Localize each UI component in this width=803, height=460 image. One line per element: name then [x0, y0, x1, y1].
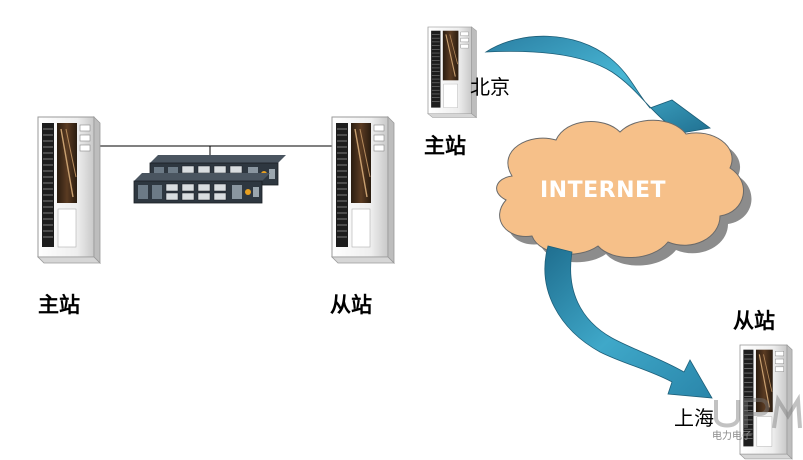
label-beijing: 北京 [470, 75, 510, 99]
label-slave-station-left: 从站 [330, 293, 372, 317]
label-slave-station-right: 从站 [733, 309, 775, 333]
watermark-logo [714, 393, 802, 429]
label-shanghai: 上海 [674, 406, 714, 430]
arrow-top [484, 35, 711, 137]
network-switches [133, 154, 287, 204]
arrow-bottom [544, 245, 713, 399]
label-main-station-left: 主站 [38, 293, 80, 317]
label-internet: INTERNET [540, 178, 667, 203]
internet-cloud [496, 119, 744, 258]
server-main-left [37, 116, 101, 264]
server-slave-left [331, 116, 395, 264]
label-main-station-right: 主站 [424, 134, 466, 158]
watermark-caption: 电力电子 [712, 431, 752, 442]
